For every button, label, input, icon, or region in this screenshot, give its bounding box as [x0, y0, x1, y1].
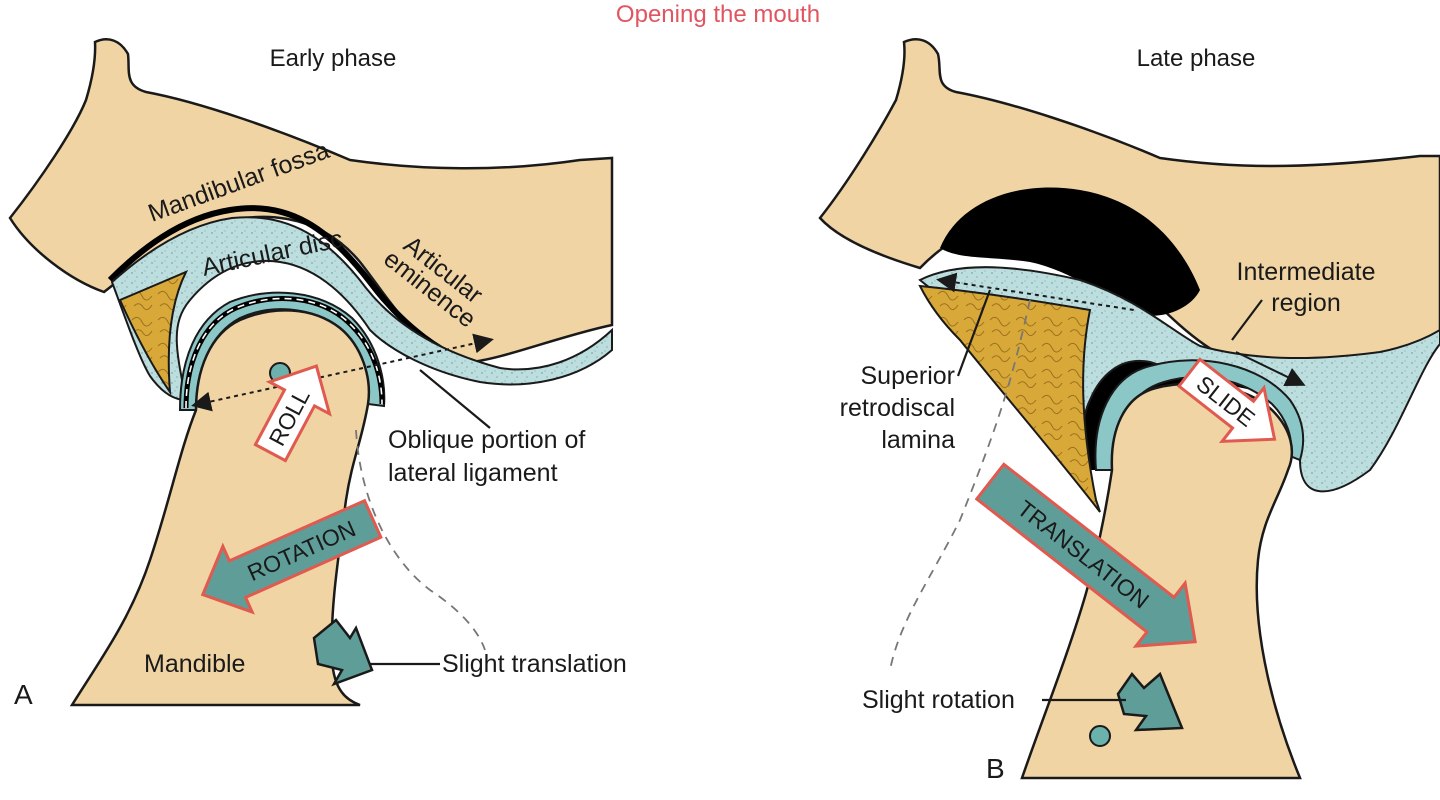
panel-b-phase-title: Late phase	[1137, 45, 1256, 72]
panel-b-upper-joint-space	[940, 187, 1200, 316]
panel-a: Early phase ROLL ROTATION	[8, 38, 627, 710]
panel-b-condyle-path	[889, 299, 1031, 671]
panel-a-label-mandible: Mandible	[144, 650, 245, 678]
panel-b-label-superior-2: retrodiscal	[840, 394, 955, 422]
panel-b-intermediate-arrow	[1235, 351, 1306, 387]
panel-b-retrodiscal-tissue	[918, 284, 1101, 513]
panel-b: Late phase SLIDE TRANSLATION	[818, 38, 1440, 784]
panel-b-label-superior-1: Superior	[861, 362, 956, 390]
panel-a-dotted-guide-arrow	[191, 333, 494, 412]
panel-a-phase-title: Early phase	[270, 45, 397, 72]
figure-title: Opening the mouth	[616, 1, 820, 28]
panel-a-oblique-leader	[419, 369, 491, 429]
panel-a-letter: A	[14, 679, 33, 710]
panel-a-condyle-path	[355, 429, 486, 651]
panel-a-retrodiscal-tissue	[118, 270, 189, 396]
panel-b-label-slight-rotation: Slight rotation	[862, 686, 1015, 714]
panel-b-letter: B	[986, 753, 1005, 784]
panel-b-intermediate-leader	[1231, 299, 1263, 341]
panel-a-label-oblique-1: Oblique portion of	[388, 426, 585, 454]
panel-b-rotation-axis	[1089, 725, 1111, 747]
panel-b-superior-retrodiscal-leader	[956, 289, 992, 377]
panel-a-slight-translation-arrow	[312, 618, 374, 687]
panel-b-label-intermediate-1: Intermediate	[1237, 258, 1376, 286]
panel-b-label-superior-3: lamina	[881, 426, 955, 454]
panel-b-label-intermediate-2: region	[1271, 289, 1341, 317]
panel-b-condyle-cartilage	[1094, 359, 1305, 471]
panel-a-label-oblique-2: lateral ligament	[388, 459, 558, 487]
panel-b-dotted-guide-arrow	[936, 272, 1135, 311]
panel-a-label-slight-translation: Slight translation	[442, 650, 627, 678]
panel-b-slight-rotation-arrow	[1116, 671, 1184, 732]
